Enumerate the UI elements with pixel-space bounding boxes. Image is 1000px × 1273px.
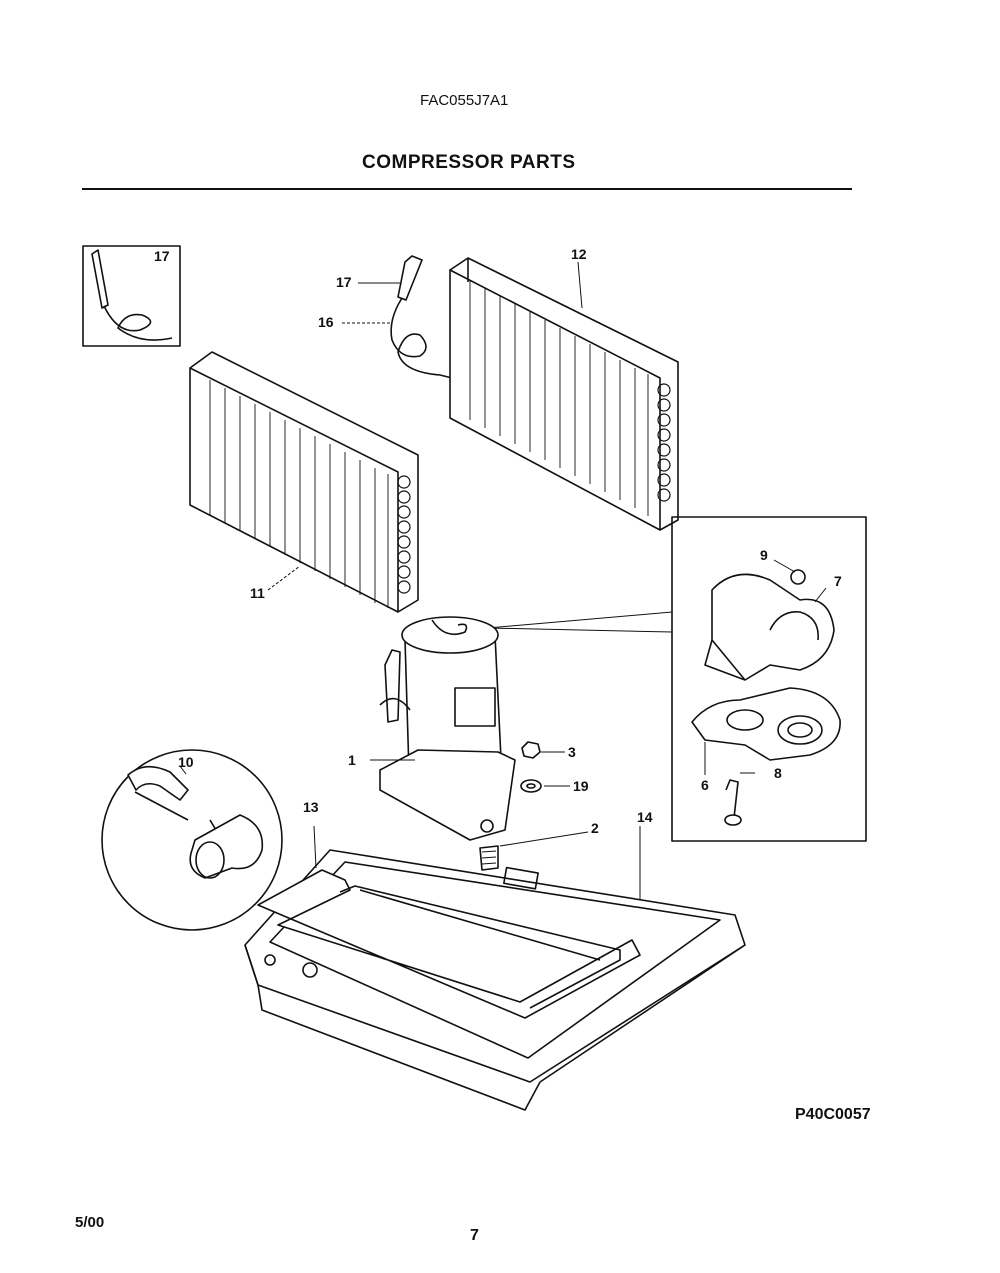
terminal-cover-detail-box	[487, 516, 867, 842]
callout-14: 14	[637, 809, 653, 825]
drier-capillary-part	[342, 255, 453, 379]
base-seal	[257, 825, 641, 1019]
callout-7: 7	[834, 573, 842, 589]
capacitor-bracket-magnifier	[101, 749, 283, 931]
condenser-coil	[449, 257, 679, 531]
callout-17: 17	[336, 274, 352, 290]
model-number: FAC055J7A1	[420, 92, 509, 109]
callout-19: 19	[573, 778, 589, 794]
callout-10: 10	[178, 754, 194, 770]
drawing-code: P40C0057	[795, 1106, 871, 1123]
drier-inset-box	[82, 245, 181, 347]
title-divider	[82, 188, 852, 190]
callout-1: 1	[348, 752, 356, 768]
callout-9: 9	[760, 547, 768, 563]
callout-2: 2	[591, 820, 599, 836]
compressor-part	[370, 616, 516, 841]
callout-6: 6	[701, 777, 709, 793]
revision-date: 5/00	[75, 1214, 105, 1231]
callout-3: 3	[568, 744, 576, 760]
page-number: 7	[470, 1227, 479, 1244]
callout-8: 8	[774, 765, 782, 781]
base-pan	[244, 826, 746, 1111]
page-title: COMPRESSOR PARTS	[362, 152, 576, 173]
callout-12: 12	[571, 246, 587, 262]
callout-16: 16	[318, 314, 334, 330]
evaporator-coil	[189, 351, 419, 613]
mounting-hardware	[479, 741, 589, 871]
callout-13: 13	[303, 799, 319, 815]
callout-17-inset: 17	[154, 248, 170, 264]
callout-11: 11	[250, 585, 265, 601]
